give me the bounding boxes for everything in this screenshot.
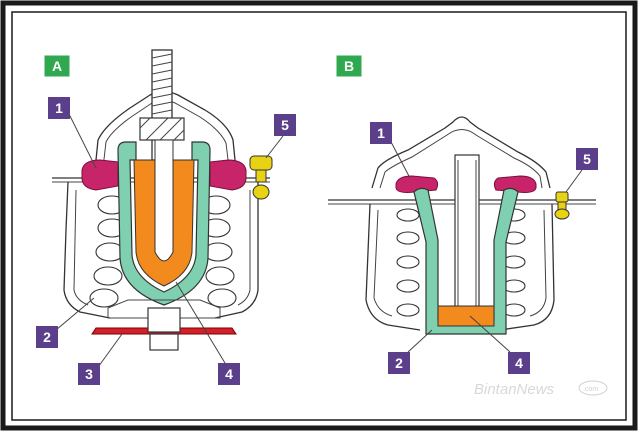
panel-a-thermostat bbox=[52, 49, 273, 351]
panel-b-tag: B bbox=[335, 54, 363, 78]
svg-text:5: 5 bbox=[583, 151, 591, 167]
callout-a-4: 4 bbox=[218, 363, 240, 385]
svg-text:2: 2 bbox=[395, 355, 403, 371]
svg-text:1: 1 bbox=[55, 100, 63, 116]
svg-text:BintanNews: BintanNews bbox=[474, 381, 555, 398]
callout-b-1: 1 bbox=[370, 122, 392, 144]
callout-a-5: 5 bbox=[274, 114, 296, 136]
callout-a-1: 1 bbox=[48, 97, 70, 119]
panel-a-tag: A bbox=[43, 54, 71, 78]
b-sleeve bbox=[413, 187, 519, 335]
callout-b-2: 2 bbox=[388, 352, 410, 374]
svg-text:4: 4 bbox=[515, 355, 523, 371]
b-top-housing bbox=[371, 116, 551, 189]
b-wax-chamber bbox=[437, 305, 495, 327]
svg-text:.com: .com bbox=[583, 386, 598, 393]
inner-border bbox=[11, 11, 627, 421]
svg-text:A: A bbox=[52, 58, 62, 74]
watermark: BintanNews .com bbox=[474, 380, 608, 398]
b-spring bbox=[396, 208, 526, 317]
a-lower-housing bbox=[63, 181, 259, 319]
svg-text:5: 5 bbox=[281, 117, 289, 133]
svg-text:1: 1 bbox=[377, 125, 385, 141]
b-lower-housing bbox=[365, 203, 555, 331]
b-bypass-valve bbox=[554, 191, 570, 220]
svg-text:3: 3 bbox=[85, 366, 93, 382]
b-seal bbox=[395, 175, 537, 193]
callout-a-2: 2 bbox=[36, 326, 58, 348]
svg-text:2: 2 bbox=[43, 329, 51, 345]
callout-a-3: 3 bbox=[78, 363, 100, 385]
svg-text:B: B bbox=[344, 58, 354, 74]
svg-text:4: 4 bbox=[225, 366, 233, 382]
panel-b-leaders bbox=[389, 139, 583, 353]
a-seal bbox=[81, 159, 247, 191]
callout-b-4: 4 bbox=[508, 352, 530, 374]
callout-b-5: 5 bbox=[576, 148, 598, 170]
panel-b-thermostat bbox=[328, 116, 596, 335]
panel-a-leaders bbox=[55, 111, 284, 371]
a-bypass-valve bbox=[249, 155, 273, 200]
